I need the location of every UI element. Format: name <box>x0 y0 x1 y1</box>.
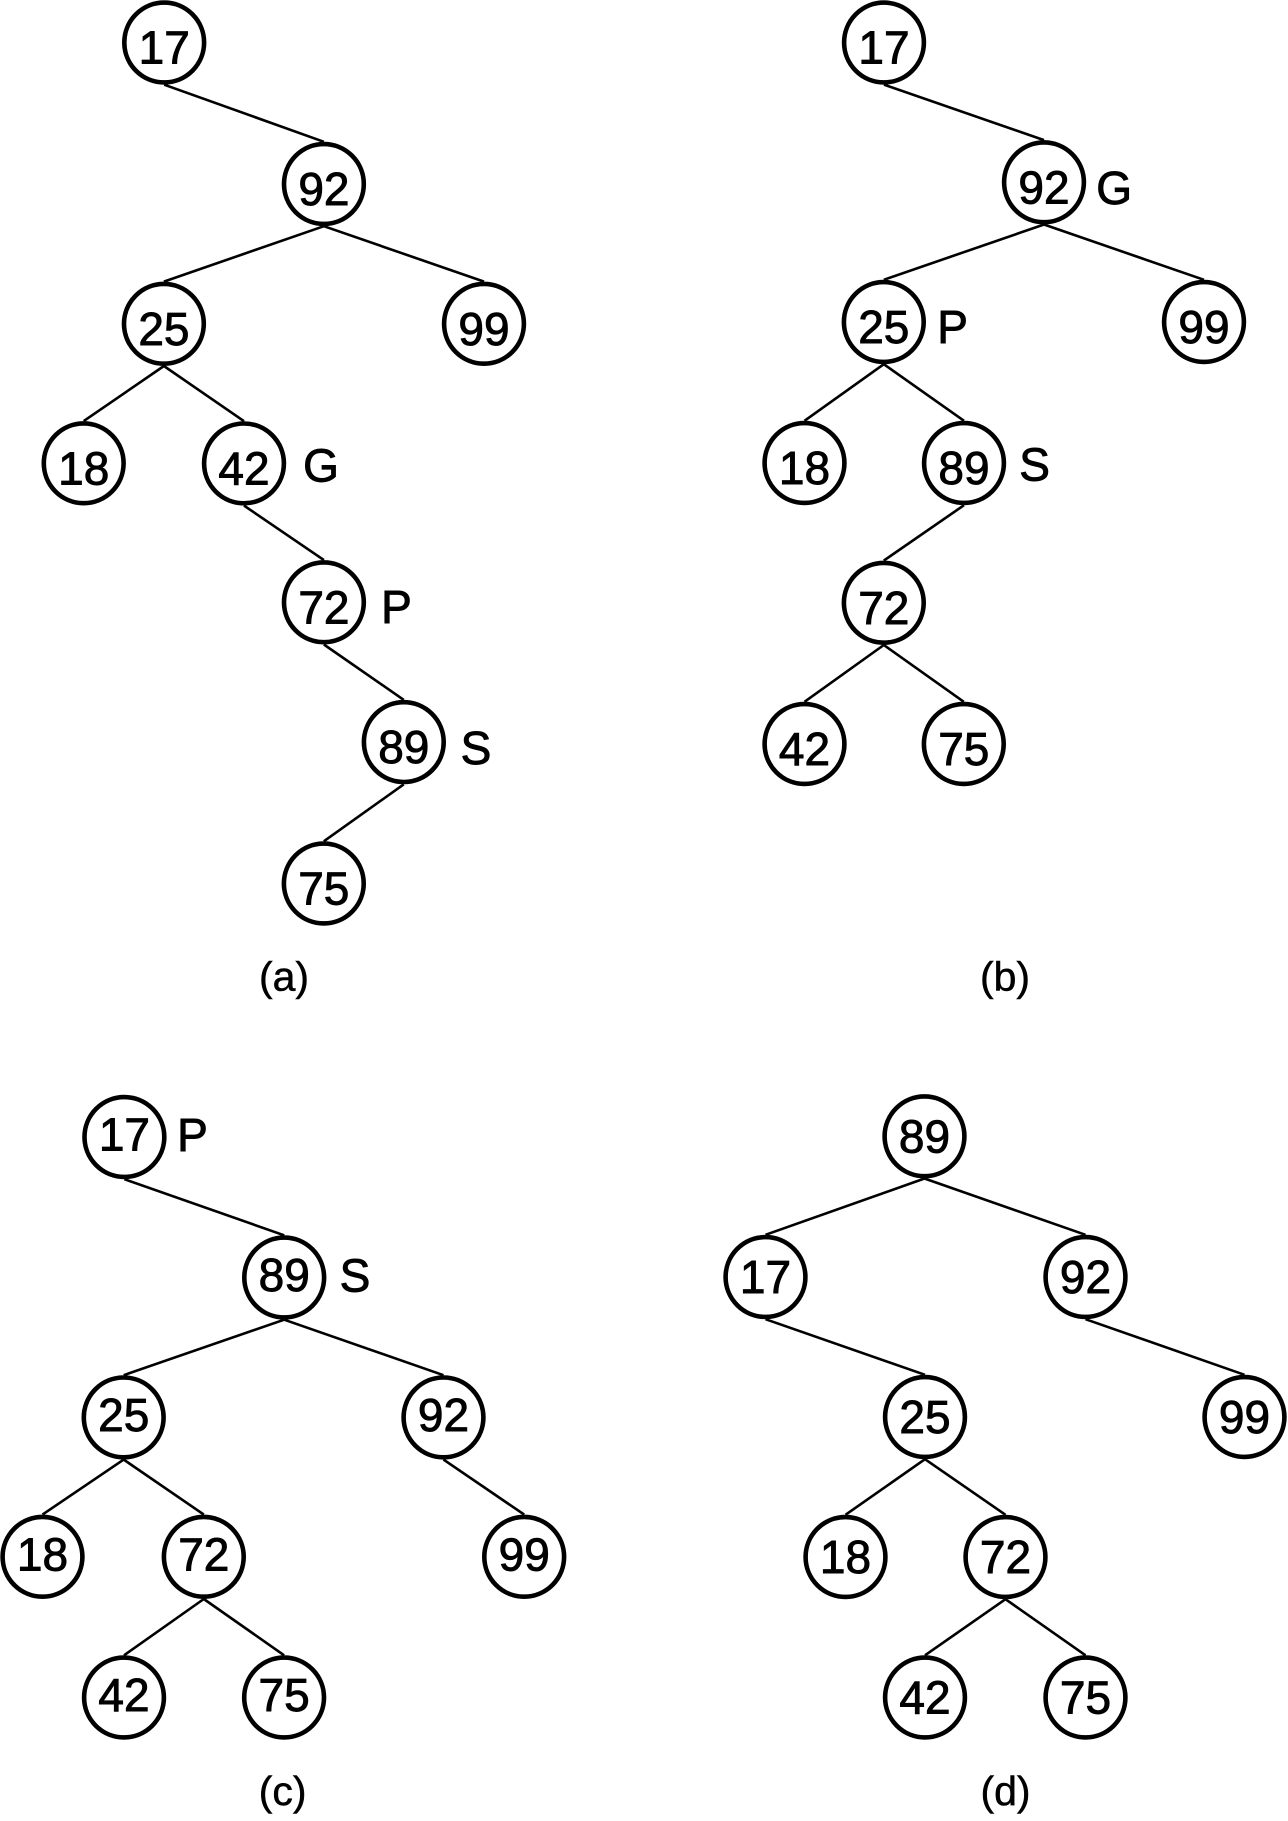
svg-text:92: 92 <box>1060 1251 1111 1303</box>
svg-text:(c): (c) <box>259 1768 307 1814</box>
svg-text:25: 25 <box>138 303 189 355</box>
svg-text:99: 99 <box>1178 301 1229 353</box>
svg-text:18: 18 <box>17 1528 68 1580</box>
svg-text:92: 92 <box>418 1389 469 1441</box>
svg-text:42: 42 <box>98 1669 149 1721</box>
svg-text:18: 18 <box>820 1531 871 1583</box>
svg-text:18: 18 <box>58 442 109 494</box>
svg-text:(d): (d) <box>980 1768 1030 1814</box>
svg-text:P: P <box>177 1109 208 1161</box>
svg-text:75: 75 <box>938 723 989 775</box>
svg-text:89: 89 <box>378 721 429 773</box>
svg-text:P: P <box>937 301 968 353</box>
svg-text:G: G <box>303 440 339 492</box>
svg-text:(b): (b) <box>980 954 1030 1000</box>
svg-text:42: 42 <box>899 1672 950 1724</box>
svg-text:89: 89 <box>938 442 989 494</box>
svg-text:17: 17 <box>99 1109 150 1161</box>
svg-text:99: 99 <box>499 1528 550 1580</box>
svg-text:75: 75 <box>298 863 349 915</box>
svg-text:42: 42 <box>218 442 269 494</box>
svg-text:17: 17 <box>740 1251 791 1303</box>
svg-text:72: 72 <box>858 582 909 634</box>
svg-text:25: 25 <box>98 1389 149 1441</box>
svg-text:P: P <box>381 581 412 633</box>
svg-text:18: 18 <box>779 442 830 494</box>
svg-text:72: 72 <box>298 581 349 633</box>
svg-text:S: S <box>461 722 492 774</box>
svg-text:92: 92 <box>1018 161 1069 213</box>
svg-text:72: 72 <box>178 1528 229 1580</box>
svg-text:99: 99 <box>1219 1391 1270 1443</box>
svg-text:72: 72 <box>980 1531 1031 1583</box>
svg-text:99: 99 <box>458 303 509 355</box>
svg-text:89: 89 <box>259 1249 310 1301</box>
svg-text:25: 25 <box>899 1391 950 1443</box>
svg-text:42: 42 <box>779 723 830 775</box>
svg-text:92: 92 <box>298 163 349 215</box>
svg-text:S: S <box>1019 439 1050 491</box>
svg-text:S: S <box>340 1250 371 1302</box>
svg-text:89: 89 <box>899 1110 950 1162</box>
svg-text:(a): (a) <box>259 954 309 1000</box>
svg-text:75: 75 <box>259 1669 310 1721</box>
svg-text:75: 75 <box>1060 1672 1111 1724</box>
svg-text:G: G <box>1096 162 1132 214</box>
svg-text:17: 17 <box>858 22 909 74</box>
svg-text:25: 25 <box>858 301 909 353</box>
svg-text:17: 17 <box>139 22 190 74</box>
